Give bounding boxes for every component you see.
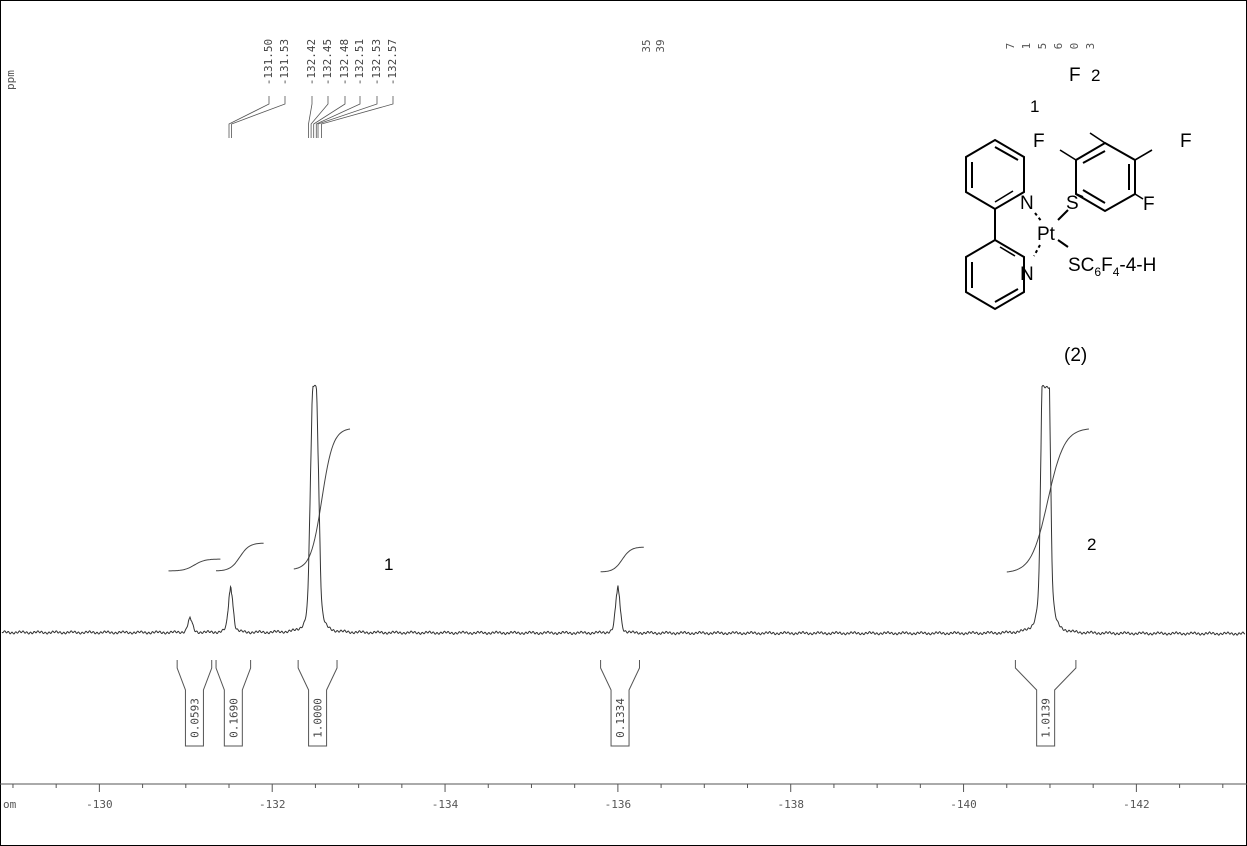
integral-brackets: 0.0593 0.1690 1.0000 0.1334 1.0139 bbox=[176, 660, 1077, 747]
peak-leader bbox=[310, 96, 329, 138]
peak-shift-label: -132.51 bbox=[353, 39, 366, 85]
peak-shift-label: -131.50 bbox=[262, 39, 275, 85]
aryl-double-bond bbox=[1082, 189, 1106, 204]
x-tick-label: -134 bbox=[432, 798, 459, 811]
c-f-bond bbox=[1134, 193, 1144, 200]
peak-label-fragment: 0 bbox=[1068, 43, 1081, 50]
integral-curve bbox=[216, 542, 264, 572]
peak-label-fragment: 1 bbox=[1020, 43, 1033, 50]
c-f-bond bbox=[1059, 149, 1077, 161]
fluorine-label-right: F bbox=[1180, 131, 1192, 152]
integral-value: 0.0593 bbox=[188, 698, 201, 738]
integral-bracket bbox=[297, 660, 338, 747]
pyridine-ring-lower bbox=[965, 238, 1025, 311]
pyridine-ring-upper bbox=[965, 138, 1025, 211]
peak-label-fragment: 39 bbox=[654, 39, 667, 52]
integral-curve bbox=[600, 546, 644, 573]
structure-labels: 1 F 2 F F F S N Pt N SC6F4-4-H (2) bbox=[1020, 65, 1192, 366]
integral-bracket bbox=[1014, 660, 1077, 747]
x-tick-label: -132 bbox=[259, 798, 286, 811]
compound-label: (2) bbox=[1064, 345, 1087, 366]
peak-label-fragment: 35 bbox=[640, 39, 653, 52]
peak-leader bbox=[313, 96, 346, 138]
x-axis-unit: om bbox=[3, 798, 17, 811]
c-f-bond bbox=[1089, 132, 1106, 144]
pyridine-ring-upper-double-bond bbox=[994, 146, 1019, 161]
position-label-2: 2 bbox=[1091, 66, 1100, 85]
platinum-label: Pt bbox=[1037, 224, 1056, 245]
spectrum-trace bbox=[1, 384, 1246, 636]
nitrogen-label-upper: N bbox=[1020, 193, 1034, 214]
chemical-structure bbox=[965, 132, 1153, 311]
integral-value: 0.1334 bbox=[614, 698, 627, 738]
peak-label-leaders bbox=[228, 96, 394, 138]
integral-curves bbox=[168, 428, 1089, 573]
integral-value: 1.0000 bbox=[312, 698, 325, 738]
n-pt-bond-lower bbox=[1033, 244, 1041, 257]
pt-s-bond bbox=[1057, 209, 1069, 221]
tetrafluorophenyl-ring bbox=[1075, 141, 1136, 213]
peak-leader bbox=[228, 96, 270, 138]
peak-shift-label: -132.48 bbox=[338, 39, 351, 85]
x-axis-ticks: -130 -132 -134 -136 -138 -140 -142 bbox=[12, 784, 1224, 811]
pyridine-ring-lower-double-bond bbox=[994, 288, 1019, 303]
integral-curve bbox=[293, 428, 351, 570]
integral-bracket bbox=[600, 660, 640, 747]
s-c-bond bbox=[1075, 193, 1084, 198]
integral-bracket bbox=[215, 660, 252, 747]
peak-shift-label: -132.45 bbox=[321, 39, 334, 85]
x-tick-label: -140 bbox=[950, 798, 977, 811]
pyridine-ring-lower-double-bond bbox=[999, 246, 1016, 257]
peak-leader bbox=[317, 96, 378, 138]
fluorine-label-bottom: F bbox=[1143, 194, 1155, 215]
fluorine-label-left: F bbox=[1033, 131, 1045, 152]
peak-shift-label: -132.53 bbox=[370, 39, 383, 85]
integral-bracket bbox=[176, 660, 213, 747]
peak-label-fragment: 7 bbox=[1004, 43, 1017, 50]
sulfur-label: S bbox=[1066, 193, 1079, 214]
peak-label-fragment: 5 bbox=[1036, 43, 1049, 50]
peak-leader bbox=[308, 96, 313, 138]
integral-value: 0.1690 bbox=[227, 698, 240, 738]
fluorine-label-top: F bbox=[1069, 65, 1081, 86]
integral-curve bbox=[1006, 428, 1089, 573]
peak-leader bbox=[321, 96, 394, 138]
signal-label-2: 2 bbox=[1087, 535, 1096, 554]
peak-shift-label: -132.57 bbox=[386, 39, 399, 85]
pt-s-bond-2 bbox=[1057, 239, 1069, 248]
x-tick-label: -130 bbox=[86, 798, 113, 811]
position-label-1: 1 bbox=[1030, 97, 1039, 116]
nitrogen-label-lower: N bbox=[1020, 264, 1034, 285]
integral-curve bbox=[168, 558, 221, 572]
integral-value: 1.0139 bbox=[1040, 698, 1053, 738]
peak-label-fragment: 6 bbox=[1052, 43, 1065, 50]
peak-leader bbox=[315, 96, 361, 138]
peak-leader bbox=[231, 96, 286, 138]
peak-label-fragment: 3 bbox=[1084, 43, 1097, 50]
peak-shift-label: -132.42 bbox=[305, 39, 318, 85]
signal-label-1: 1 bbox=[384, 555, 393, 574]
peak-shift-label: -131.53 bbox=[278, 39, 291, 85]
x-tick-label: -136 bbox=[605, 798, 632, 811]
aryl-double-bond bbox=[1082, 150, 1106, 164]
x-tick-label: -138 bbox=[777, 798, 804, 811]
c-f-bond bbox=[1134, 149, 1153, 161]
pyridine-ring-upper-double-bond bbox=[994, 190, 1014, 203]
n-pt-bond-upper bbox=[1034, 212, 1043, 223]
peak-shift-labels: -131.50-131.53-132.42-132.45-132.48-132.… bbox=[262, 39, 399, 85]
y-axis-unit: ppm bbox=[4, 70, 17, 90]
thiolate-ligand-label: SC6F4-4-H bbox=[1068, 255, 1156, 279]
x-tick-label: -142 bbox=[1123, 798, 1150, 811]
